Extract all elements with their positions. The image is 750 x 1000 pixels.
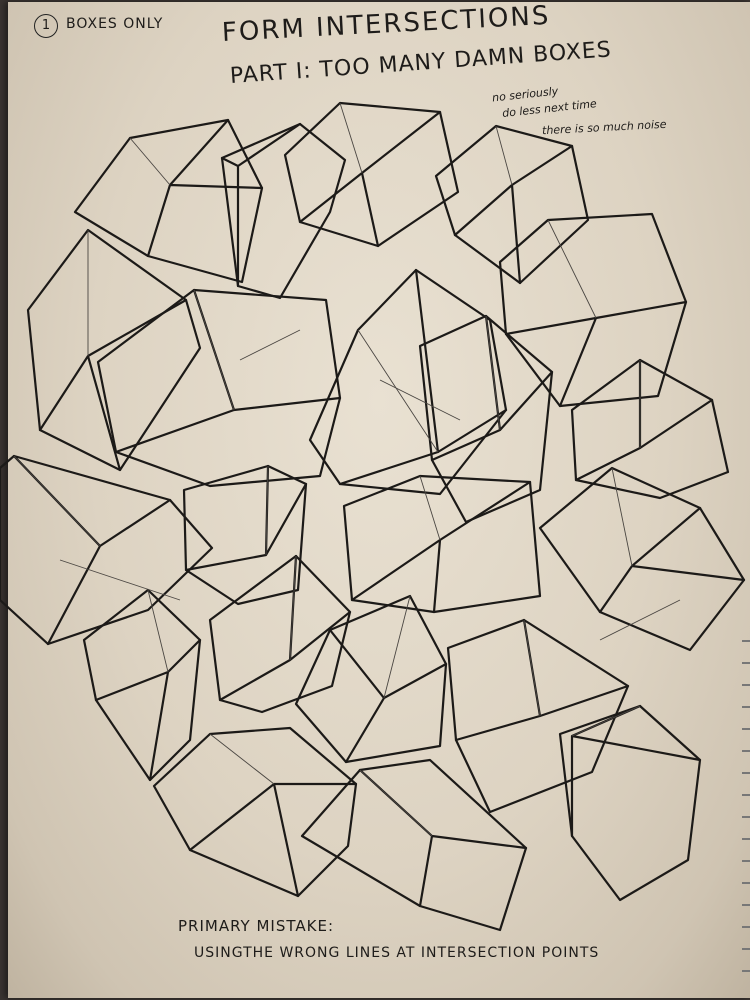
- step-number: 1: [34, 14, 58, 38]
- box-drawing: [300, 758, 528, 932]
- mistake-detail: USINGTHE WRONG LINES AT INTERSECTION POI…: [194, 945, 600, 961]
- box-drawing: [96, 288, 342, 488]
- spiral-binding: [742, 640, 750, 980]
- mistake-heading: PRIMARY MISTAKE:: [178, 917, 335, 935]
- box-drawing: [342, 474, 542, 614]
- sketchbook-page: [8, 2, 750, 998]
- box-drawing: [308, 268, 508, 496]
- box-drawing: [570, 358, 730, 500]
- box-drawing: [220, 122, 347, 300]
- box-drawing: [0, 454, 214, 646]
- step-label: BOXES ONLY: [66, 16, 164, 32]
- box-drawing: [283, 101, 460, 248]
- box-drawing: [558, 704, 702, 902]
- box-drawing: [498, 212, 688, 408]
- box-drawing: [446, 618, 630, 814]
- box-drawing: [82, 588, 202, 782]
- box-drawing: [182, 464, 308, 606]
- box-drawing: [434, 124, 590, 285]
- box-drawing: [538, 466, 746, 652]
- box-drawing: [418, 314, 554, 524]
- box-drawing: [152, 726, 358, 898]
- box-drawing: [294, 594, 448, 764]
